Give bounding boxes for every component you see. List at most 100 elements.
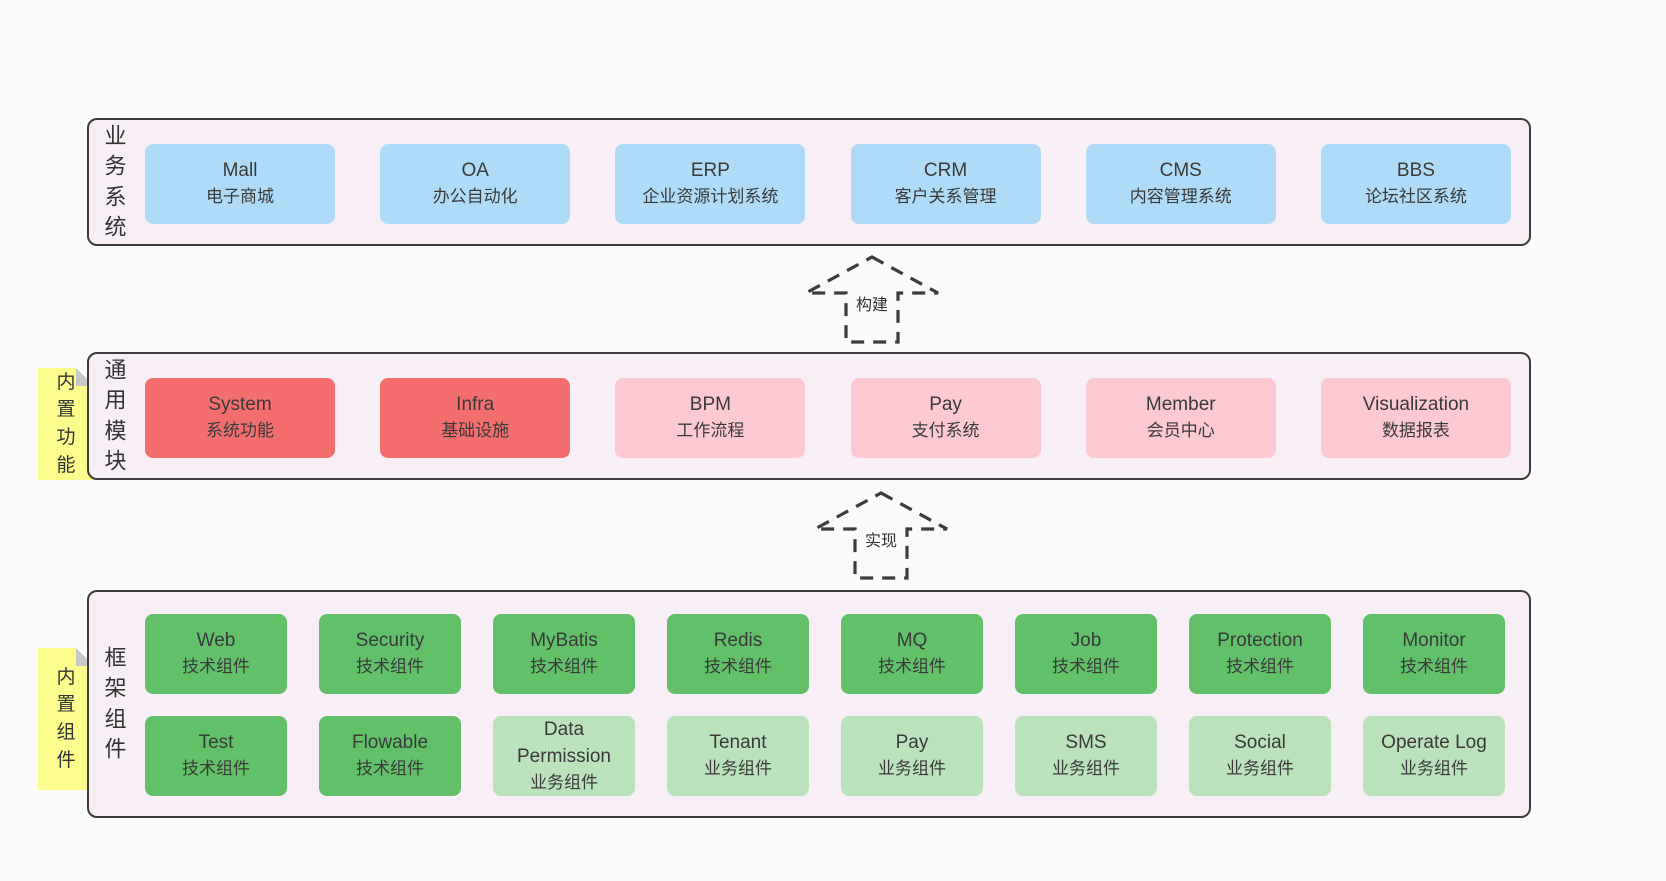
box-operate-log: Operate Log 业务组件: [1363, 716, 1505, 796]
box-desc: 技术组件: [182, 657, 250, 677]
box-desc: 会员中心: [1146, 421, 1215, 441]
box-desc: 电子商城: [206, 187, 274, 207]
box-name: Web: [196, 630, 236, 652]
box-name: Security: [355, 630, 425, 652]
box-desc: 技术组件: [704, 657, 772, 677]
framework-components-panel: 框架组件 Web 技术组件 Security 技术组件 MyBatis 技术组件…: [87, 590, 1531, 818]
box-name: Infra: [456, 394, 495, 416]
box-mq: MQ 技术组件: [841, 614, 983, 694]
implement-arrow: 实现: [806, 489, 956, 583]
box-desc: 企业资源计划系统: [642, 187, 779, 207]
box-desc: 论坛社区系统: [1364, 187, 1467, 207]
box-desc: 业务组件: [878, 759, 946, 779]
panel-title-business: 业务系统: [104, 123, 127, 240]
box-name: BBS: [1396, 160, 1435, 182]
box-system: System 系统功能: [145, 378, 335, 458]
box-desc: 技术组件: [356, 657, 424, 677]
up-arrow-icon: [805, 255, 939, 344]
box-name: CRM: [923, 160, 968, 182]
box-oa: OA 办公自动化: [380, 144, 571, 224]
business-box-row: Mall 电子商城 OA 办公自动化 ERP 企业资源计划系统 CRM 客户关系…: [145, 144, 1511, 224]
box-sms: SMS 业务组件: [1015, 716, 1157, 796]
box-name: System: [208, 394, 272, 416]
framework-box-row-2: Test 技术组件 Flowable 技术组件 Data Permission …: [145, 716, 1505, 796]
sticky-note-text: 内置功能: [56, 371, 76, 476]
box-desc: 业务组件: [704, 759, 772, 779]
box-name: ERP: [690, 160, 730, 182]
box-desc: 技术组件: [356, 759, 424, 779]
box-name: MyBatis: [530, 630, 598, 652]
framework-box-row-1: Web 技术组件 Security 技术组件 MyBatis 技术组件 Redi…: [145, 614, 1505, 694]
box-security: Security 技术组件: [319, 614, 461, 694]
box-name: Flowable: [351, 732, 429, 754]
box-desc: 业务组件: [1226, 759, 1294, 779]
box-tenant: Tenant 业务组件: [667, 716, 809, 796]
box-name: SMS: [1065, 732, 1107, 754]
box-desc: 内容管理系统: [1129, 187, 1232, 207]
box-name: Tenant: [709, 732, 767, 754]
box-desc: 技术组件: [1226, 657, 1294, 677]
box-monitor: Monitor 技术组件: [1363, 614, 1505, 694]
box-infra: Infra 基础设施: [380, 378, 571, 458]
box-name: Monitor: [1402, 630, 1466, 652]
box-pay: Pay 支付系统: [850, 378, 1041, 458]
box-name: Operate Log: [1381, 732, 1487, 754]
box-data-permission: Data Permission 业务组件: [493, 716, 635, 796]
box-desc: 支付系统: [911, 421, 980, 441]
sticky-note-text: 内置组件: [56, 666, 76, 771]
box-name: BPM: [689, 394, 731, 416]
box-name: Visualization: [1362, 394, 1470, 416]
panel-title-framework: 框架组件: [104, 645, 127, 762]
box-desc: 系统功能: [206, 421, 274, 441]
box-name: Pay: [895, 732, 929, 754]
box-desc: 办公自动化: [432, 187, 518, 207]
box-erp: ERP 企业资源计划系统: [615, 144, 806, 224]
box-name: MQ: [896, 630, 928, 652]
box-name: Test: [198, 732, 234, 754]
box-name: Job: [1070, 630, 1102, 652]
box-bpm: BPM 工作流程: [615, 378, 806, 458]
common-modules-panel: 通用模块 System 系统功能 Infra 基础设施 BPM 工作流程 Pay…: [87, 352, 1531, 480]
box-mall: Mall 电子商城: [145, 144, 335, 224]
box-mybatis: MyBatis 技术组件: [493, 614, 635, 694]
box-name: OA: [461, 160, 489, 182]
box-desc: 数据报表: [1381, 421, 1450, 441]
box-desc: 技术组件: [1400, 657, 1468, 677]
box-protection: Protection 技术组件: [1189, 614, 1331, 694]
sticky-note-built-in-components: 内置组件: [38, 648, 94, 790]
box-desc: 技术组件: [182, 759, 250, 779]
box-desc: 业务组件: [1052, 759, 1120, 779]
box-name: Data Permission: [517, 718, 611, 767]
box-name: Redis: [713, 630, 763, 652]
box-desc: 工作流程: [676, 421, 745, 441]
box-desc: 业务组件: [1400, 759, 1468, 779]
box-desc: 技术组件: [1052, 657, 1120, 677]
box-name: Pay: [929, 394, 962, 416]
box-web: Web 技术组件: [145, 614, 287, 694]
build-arrow: 构建: [797, 253, 947, 347]
panel-title-common: 通用模块: [104, 357, 127, 474]
box-job: Job 技术组件: [1015, 614, 1157, 694]
up-arrow-icon: [814, 491, 948, 580]
box-pay-component: Pay 业务组件: [841, 716, 983, 796]
box-member: Member 会员中心: [1085, 378, 1276, 458]
box-desc: 基础设施: [441, 421, 510, 441]
box-desc: 业务组件: [530, 772, 598, 792]
business-systems-panel: 业务系统 Mall 电子商城 OA 办公自动化 ERP 企业资源计划系统 CRM…: [87, 118, 1531, 246]
box-name: Mall: [222, 160, 258, 182]
box-flowable: Flowable 技术组件: [319, 716, 461, 796]
sticky-note-built-in-features: 内置功能: [38, 368, 94, 480]
box-test: Test 技术组件: [145, 716, 287, 796]
box-social: Social 业务组件: [1189, 716, 1331, 796]
box-desc: 技术组件: [530, 657, 598, 677]
arrow-label: 实现: [859, 525, 903, 553]
common-box-row: System 系统功能 Infra 基础设施 BPM 工作流程 Pay 支付系统…: [145, 378, 1511, 458]
box-visualization: Visualization 数据报表: [1320, 378, 1511, 458]
arrow-label: 构建: [850, 289, 894, 317]
box-name: Social: [1234, 732, 1286, 754]
box-name: CMS: [1159, 160, 1202, 182]
box-bbs: BBS 论坛社区系统: [1320, 144, 1511, 224]
box-name: Protection: [1217, 630, 1303, 652]
box-desc: 客户关系管理: [894, 187, 997, 207]
